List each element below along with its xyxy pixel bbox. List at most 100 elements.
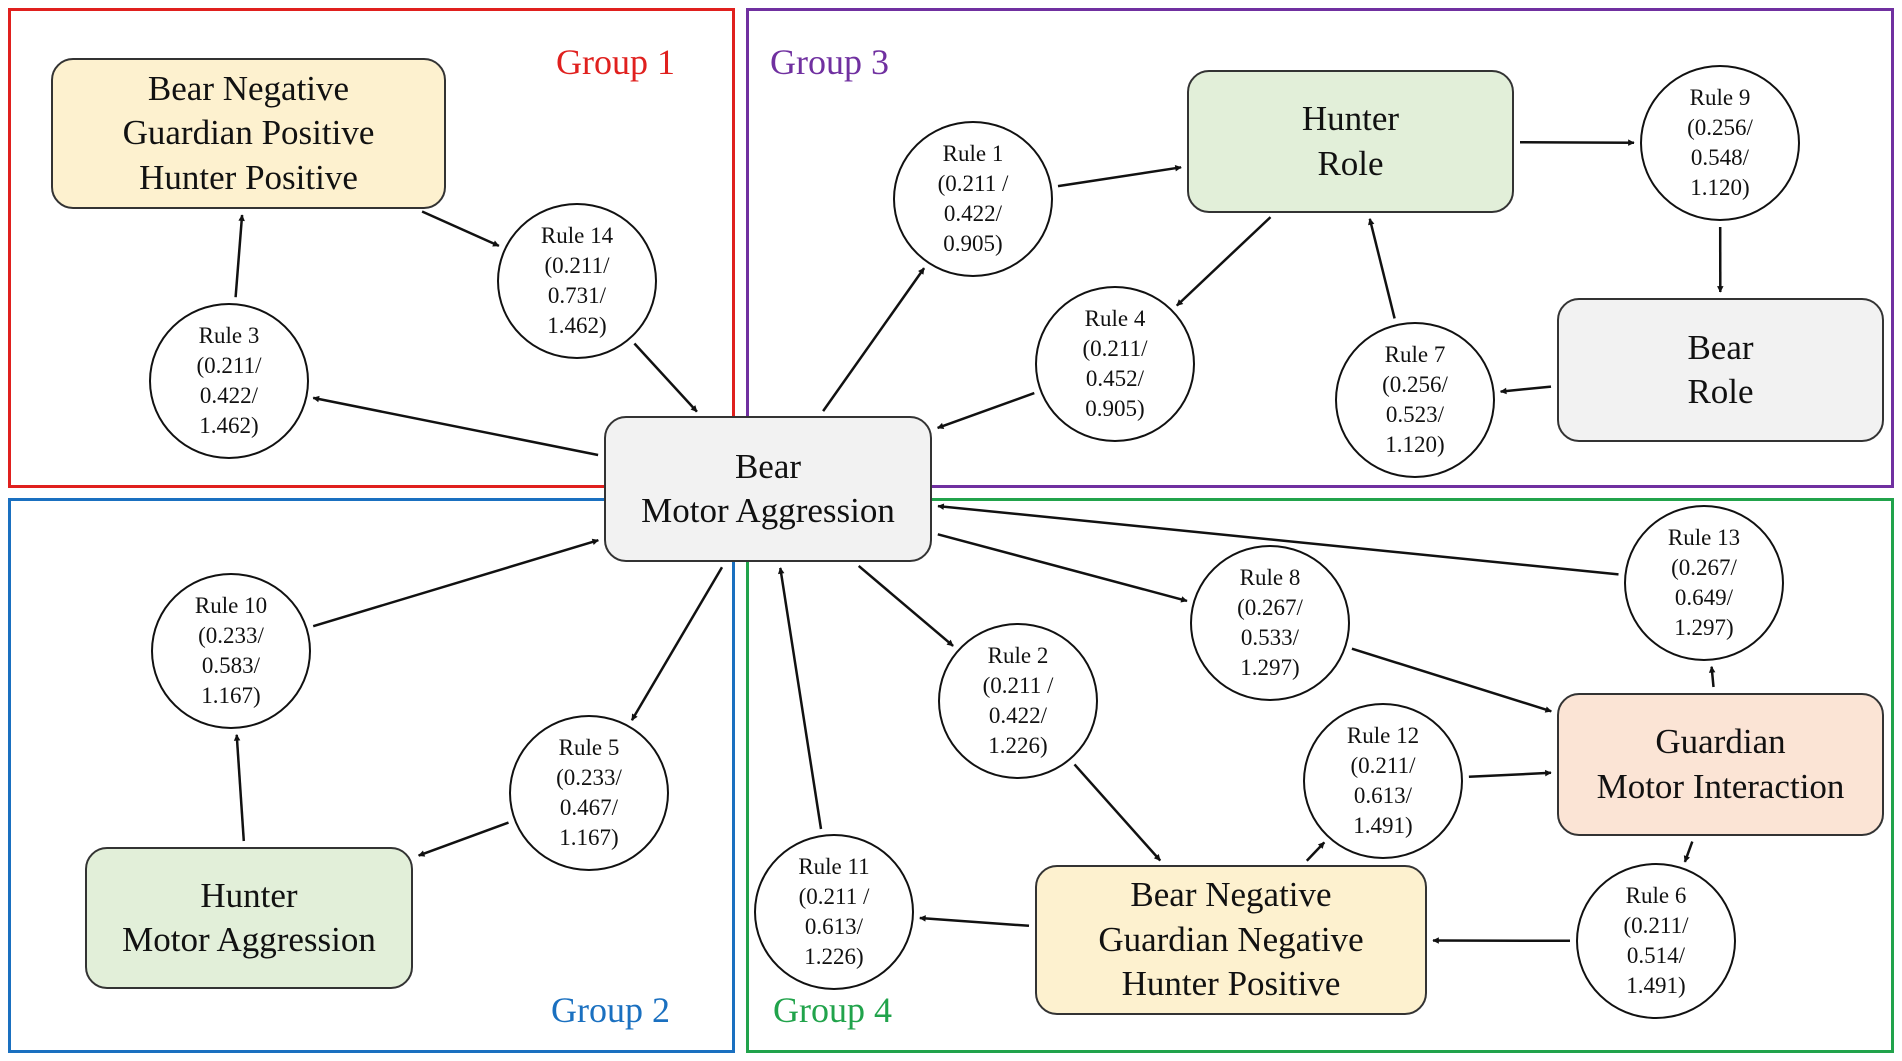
edge-bear_motor_aggression-to-r3	[312, 395, 599, 457]
rule-line: Rule 2	[987, 643, 1049, 669]
rule-line: 0.649/	[1674, 585, 1734, 610]
group-1-label: Group 1	[556, 42, 675, 82]
edge-r7-to-hunter_role	[1368, 218, 1396, 319]
rule-12-circle: Rule 12 (0.211/ 0.613/ 1.491)	[1303, 703, 1463, 859]
rule-1-circle: Rule 1 (0.211 / 0.422/ 0.905)	[893, 121, 1053, 277]
rule-line: 1.491)	[1353, 812, 1413, 838]
node-line: Motor Aggression	[641, 491, 895, 530]
rule-line: (0.211 /	[937, 171, 1009, 197]
node-group1-bear-negative-guardian-positive-hunter-positive: Bear Negative Guardian Positive Hunter P…	[51, 58, 446, 209]
node-line: Motor Aggression	[122, 920, 376, 959]
node-bear-motor-aggression: Bear Motor Aggression	[604, 416, 932, 562]
rule-7-circle: Rule 7 (0.256/ 0.523/ 1.120)	[1335, 322, 1495, 478]
rule-line: 0.452/	[1085, 366, 1145, 391]
rule-line: (0.211 /	[982, 673, 1054, 699]
rule-line: (0.211/	[544, 253, 610, 279]
node-line: Bear	[1687, 327, 1754, 367]
rule-line: Rule 7	[1384, 342, 1446, 368]
edge-hunter_motor_aggression-to-r10	[233, 734, 246, 842]
group-4-label: Group 4	[773, 990, 892, 1030]
node-line: Bear Negative	[147, 68, 350, 108]
node-line: Guardian Positive	[122, 113, 375, 153]
rule-6-circle: Rule 6 (0.211/ 0.514/ 1.491)	[1576, 863, 1736, 1019]
edge-r11-to-bear_motor_aggression	[777, 567, 823, 830]
rule-line: 1.226)	[988, 732, 1048, 758]
rule-line: Rule 1	[942, 141, 1004, 167]
rule-line: (0.233/	[198, 623, 264, 649]
node-line: Bear	[734, 446, 802, 486]
rule-line: Rule 6	[1625, 883, 1687, 909]
node-hunter-role: Hunter Role	[1187, 70, 1514, 213]
edge-g4_bear_neg_guardian_neg_hunter_pos-to-r12	[1305, 841, 1326, 862]
edge-bear_motor_aggression-to-r1	[822, 267, 926, 412]
rule-line: 0.731/	[547, 283, 607, 308]
rule-3-circle: Rule 3 (0.211/ 0.422/ 1.462)	[149, 303, 309, 459]
rule-line: 0.422/	[943, 201, 1003, 226]
rule-line: Rule 9	[1689, 85, 1751, 111]
rule-line: (0.211/	[1350, 753, 1416, 779]
edge-hunter_role-to-r9	[1519, 139, 1635, 146]
edge-hunter_role-to-r4	[1175, 216, 1272, 307]
rule-line: 0.422/	[988, 703, 1048, 728]
rule-line: 1.297)	[1240, 654, 1300, 680]
rule-line: Rule 10	[194, 593, 268, 619]
rule-line: (0.256/	[1382, 372, 1448, 398]
rule-line: Rule 11	[798, 854, 870, 880]
rule-line: 0.548/	[1690, 145, 1750, 170]
rule-line: 1.167)	[201, 682, 261, 708]
rule-line: 0.467/	[559, 795, 619, 820]
edge-g4_bear_neg_guardian_neg_hunter_pos-to-r11	[919, 915, 1030, 928]
edge-bear_motor_aggression-to-r5	[630, 566, 724, 721]
rule-line: 1.462)	[199, 412, 259, 438]
edge-r3-to-g1_bear_neg_guardian_pos_hunter_pos	[234, 214, 245, 298]
group-1-frame	[8, 8, 735, 488]
rule-line: (0.233/	[556, 765, 622, 791]
rule-line: (0.211/	[1082, 336, 1148, 362]
edge-r12-to-guardian_motor_interaction	[1468, 769, 1552, 779]
edge-r10-to-bear_motor_aggression	[312, 538, 599, 628]
node-line: Bear Negative	[1130, 875, 1332, 915]
edge-r13-to-bear_motor_aggression	[937, 503, 1619, 576]
rule-line: 1.120)	[1690, 174, 1750, 200]
rule-line: 1.120)	[1385, 431, 1445, 457]
group-4-frame	[746, 498, 1894, 1053]
rule-line: 0.905)	[1085, 395, 1145, 421]
edge-r5-to-hunter_motor_aggression	[417, 821, 509, 857]
rule-line: 1.226)	[804, 943, 864, 969]
node-line: Hunter	[200, 875, 298, 915]
node-group4-bear-negative-guardian-negative-hunter-positive: Bear Negative Guardian Negative Hunter P…	[1035, 865, 1427, 1015]
group-3-label: Group 3	[770, 42, 889, 82]
rule-13-circle: Rule 13 (0.267/ 0.649/ 1.297)	[1624, 505, 1784, 661]
edge-bear_role-to-r7	[1499, 385, 1552, 395]
node-hunter-motor-aggression: Hunter Motor Aggression	[85, 847, 413, 989]
group-2-label: Group 2	[551, 990, 670, 1030]
rule-line: (0.267/	[1671, 555, 1737, 581]
rule-line: (0.211/	[196, 353, 262, 379]
rule-line: 1.491)	[1626, 972, 1686, 998]
rule-10-circle: Rule 10 (0.233/ 0.583/ 1.167)	[151, 573, 311, 729]
rule-line: 1.167)	[559, 824, 619, 850]
rule-line: 0.523/	[1385, 402, 1445, 427]
rule-line: 0.905)	[943, 230, 1003, 256]
edge-guardian_motor_interaction-to-r13	[1708, 666, 1716, 688]
rule-line: 1.297)	[1674, 614, 1734, 640]
node-line: Guardian Negative	[1098, 919, 1364, 959]
node-guardian-motor-interaction: Guardian Motor Interaction	[1557, 693, 1884, 836]
rule-line: Rule 13	[1667, 525, 1741, 551]
rule-line: (0.267/	[1237, 595, 1303, 621]
rule-line: Rule 4	[1084, 306, 1146, 332]
node-line: Role	[1317, 143, 1384, 183]
rule-line: (0.211/	[1623, 913, 1689, 939]
edge-r4-to-bear_motor_aggression	[936, 391, 1035, 430]
rule-2-circle: Rule 2 (0.211 / 0.422/ 1.226)	[938, 623, 1098, 779]
rule-line: Rule 5	[558, 735, 620, 761]
rule-line: 0.613/	[1353, 783, 1413, 808]
rule-9-circle: Rule 9 (0.256/ 0.548/ 1.120)	[1640, 65, 1800, 221]
edge-bear_motor_aggression-to-r8	[937, 533, 1188, 603]
edge-bear_motor_aggression-to-r2	[857, 564, 954, 647]
rule-11-circle: Rule 11 (0.211 / 0.613/ 1.226)	[754, 834, 914, 990]
node-line: Hunter Positive	[139, 157, 358, 197]
rule-line: 0.422/	[199, 383, 259, 408]
